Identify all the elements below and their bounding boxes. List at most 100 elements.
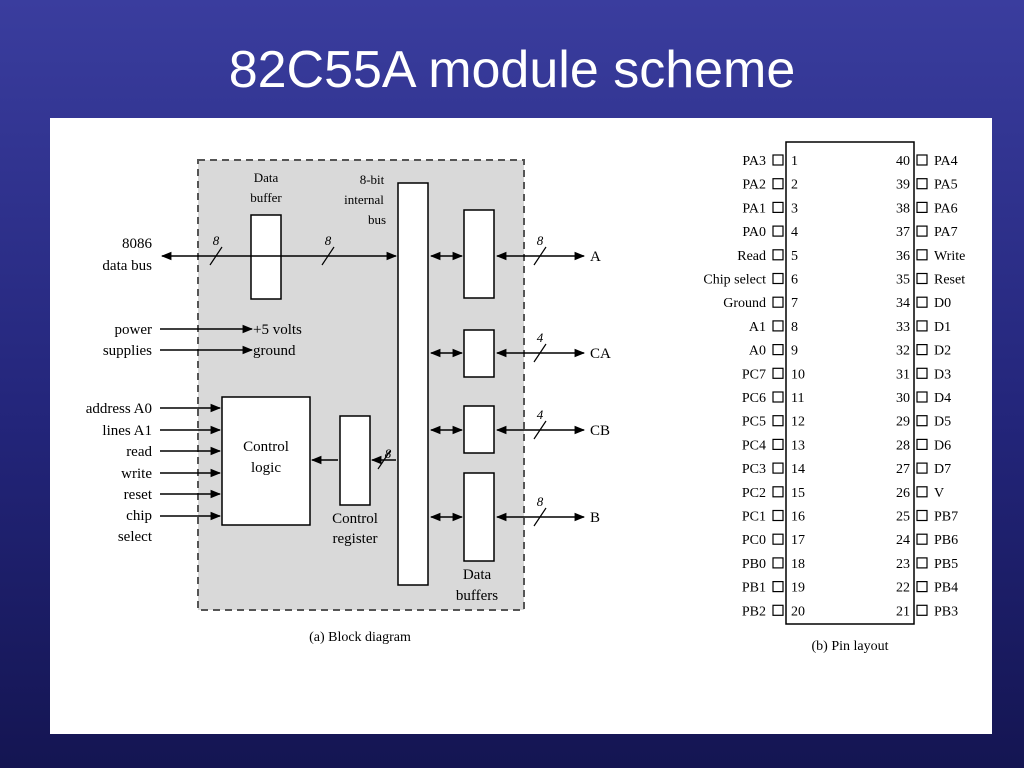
width-data-bus-in: 8 bbox=[213, 233, 220, 248]
pin-number: 3 bbox=[791, 201, 798, 216]
bus-slash bbox=[209, 246, 223, 266]
pin-box bbox=[916, 154, 928, 166]
pin-number: 18 bbox=[791, 557, 805, 572]
pin-box bbox=[772, 249, 784, 261]
chip-package bbox=[785, 141, 915, 625]
pin-number: 37 bbox=[896, 225, 910, 240]
pin-number: 10 bbox=[791, 367, 805, 382]
pin-box bbox=[916, 320, 928, 332]
pin-box bbox=[772, 438, 784, 450]
pin-number: 7 bbox=[791, 296, 798, 311]
control-input-lines-a1: lines A1 bbox=[102, 423, 152, 439]
pin-number: 8 bbox=[791, 320, 798, 335]
port-cb-buffer bbox=[463, 405, 495, 454]
pin-box bbox=[916, 581, 928, 593]
pin-name: D4 bbox=[934, 391, 951, 406]
internal-bus bbox=[397, 182, 429, 586]
pin-name: D1 bbox=[934, 320, 951, 335]
control-register bbox=[339, 415, 371, 506]
pin-name: PC7 bbox=[742, 367, 766, 382]
pin-name: PC5 bbox=[742, 415, 766, 430]
bus-slash bbox=[321, 246, 335, 266]
internal-bus-label-1: 8-bit bbox=[360, 172, 385, 187]
control-register-label-2: register bbox=[333, 531, 378, 547]
control-input-read: read bbox=[126, 444, 152, 460]
pin-box bbox=[772, 391, 784, 403]
pin-name: PC3 bbox=[742, 462, 766, 477]
pin-box bbox=[772, 320, 784, 332]
pin-box bbox=[772, 533, 784, 545]
control-logic-label-1: Control bbox=[243, 439, 289, 455]
power-value-2: ground bbox=[253, 343, 296, 359]
bus-slash bbox=[377, 450, 391, 470]
pin-name: PB1 bbox=[742, 581, 766, 596]
pin-box bbox=[772, 178, 784, 190]
control-input-select: select bbox=[118, 529, 153, 545]
pin-box bbox=[772, 486, 784, 498]
pin-number: 23 bbox=[896, 557, 910, 572]
data-bus-label-1: 8086 bbox=[122, 236, 153, 252]
bus-slash bbox=[533, 246, 547, 266]
control-input-address-a0: address A0 bbox=[86, 401, 152, 417]
internal-bus-label-3: bus bbox=[368, 212, 386, 227]
port-label-b: B bbox=[590, 510, 600, 526]
pin-name: PA3 bbox=[742, 154, 766, 169]
control-input-write: write bbox=[121, 466, 152, 482]
pin-box bbox=[916, 225, 928, 237]
pin-number: 39 bbox=[896, 178, 910, 193]
pin-number: 28 bbox=[896, 438, 910, 453]
data-buffers-label-2: buffers bbox=[456, 588, 498, 604]
pin-box bbox=[772, 344, 784, 356]
block-diagram-caption: (a) Block diagram bbox=[309, 630, 411, 645]
data-buffer-label-1: Data bbox=[254, 170, 279, 185]
pin-name: D3 bbox=[934, 367, 951, 382]
pin-box bbox=[772, 272, 784, 285]
pin-number: 12 bbox=[791, 415, 805, 430]
port-label-ca: CA bbox=[590, 346, 611, 362]
width-control-reg: 8 bbox=[385, 446, 392, 461]
pin-number: 4 bbox=[791, 225, 798, 240]
pin-name: PA5 bbox=[934, 178, 958, 193]
pin-name: A0 bbox=[749, 344, 766, 359]
width-port-cb: 4 bbox=[537, 407, 544, 422]
port-label-a: A bbox=[590, 249, 601, 265]
pin-box bbox=[916, 462, 928, 474]
pin-box bbox=[772, 367, 784, 379]
pin-box bbox=[916, 486, 928, 498]
pin-number: 24 bbox=[896, 533, 910, 548]
pin-name: PA4 bbox=[934, 154, 958, 169]
pin-name: PA7 bbox=[934, 225, 958, 240]
pin-name: D0 bbox=[934, 296, 951, 311]
bus-slash bbox=[533, 343, 547, 363]
data-buffer bbox=[250, 214, 282, 300]
pin-box bbox=[916, 367, 928, 379]
control-input-chip: chip bbox=[126, 508, 152, 524]
pin-name: PB2 bbox=[742, 604, 766, 619]
pin-name: PC0 bbox=[742, 533, 766, 548]
slide-title: 82C55A module scheme bbox=[228, 41, 796, 99]
pin-box bbox=[772, 557, 784, 569]
width-port-ca: 4 bbox=[537, 330, 544, 345]
pin-name: PA2 bbox=[742, 178, 766, 193]
pin-name: PA6 bbox=[934, 201, 958, 216]
pin-number: 1 bbox=[791, 154, 798, 169]
pin-box bbox=[916, 415, 928, 427]
pin-box bbox=[772, 154, 784, 166]
pin-box bbox=[916, 249, 928, 261]
diagram-canvas: 8-bit internal bus Data buffer 8086 data… bbox=[86, 141, 965, 654]
pin-box bbox=[772, 509, 784, 522]
control-logic-label-2: logic bbox=[251, 460, 281, 476]
pin-name: PC6 bbox=[742, 391, 766, 406]
pin-name: D7 bbox=[934, 462, 951, 477]
pin-number: 27 bbox=[896, 462, 910, 477]
pin-number: 29 bbox=[896, 415, 910, 430]
bus-slash bbox=[533, 420, 547, 440]
pin-number: 21 bbox=[896, 604, 910, 619]
pin-number: 36 bbox=[896, 249, 910, 264]
pin-name: Chip select bbox=[703, 273, 766, 288]
pin-name: D5 bbox=[934, 415, 951, 430]
pin-name: V bbox=[934, 486, 944, 501]
control-logic bbox=[221, 396, 311, 526]
pin-box bbox=[916, 438, 928, 450]
